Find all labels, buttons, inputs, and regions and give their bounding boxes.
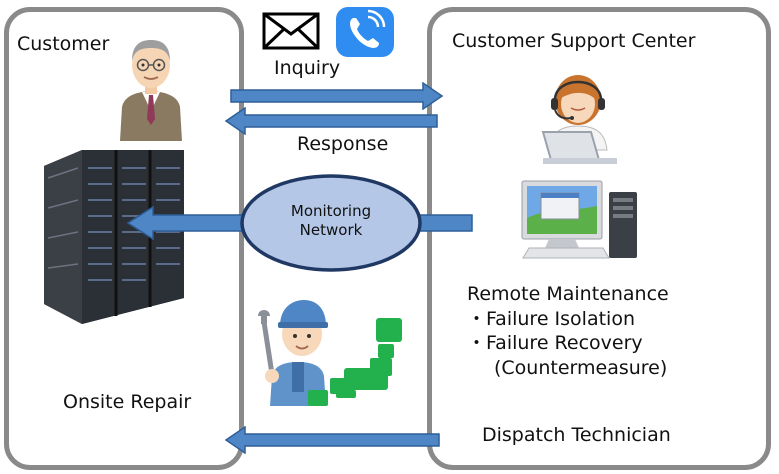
businessman-icon	[118, 35, 184, 141]
server-rack-icon	[34, 148, 194, 328]
envelope-icon	[262, 12, 320, 50]
phone-app-icon	[335, 6, 395, 58]
dispatch-arrow	[223, 426, 441, 454]
customer-title: Customer	[17, 33, 110, 55]
dispatch-technician-label: Dispatch Technician	[482, 424, 671, 446]
operator-icon	[535, 70, 621, 166]
support-center-title: Customer Support Center	[452, 30, 696, 52]
onsite-repair-label: Onsite Repair	[63, 391, 192, 413]
response-label: Response	[297, 133, 389, 155]
inquiry-arrow	[230, 82, 445, 110]
response-arrow	[223, 107, 439, 135]
failure-recovery-item: ・Failure Recovery	[467, 332, 643, 354]
monitoring-network-label: Monitoring Network	[239, 202, 423, 240]
countermeasure-item: (Countermeasure)	[494, 357, 668, 379]
technician-icon	[258, 296, 338, 406]
remote-maintenance-title: Remote Maintenance	[467, 283, 669, 305]
inquiry-label: Inquiry	[274, 57, 341, 79]
failure-isolation-item: ・Failure Isolation	[467, 308, 635, 330]
network-label-line1: Monitoring	[290, 202, 372, 220]
network-label-line2: Network	[299, 221, 363, 239]
japan-map-icon	[300, 316, 410, 408]
monitoring-network-ellipse	[239, 173, 423, 273]
desktop-pc-icon	[519, 178, 641, 262]
